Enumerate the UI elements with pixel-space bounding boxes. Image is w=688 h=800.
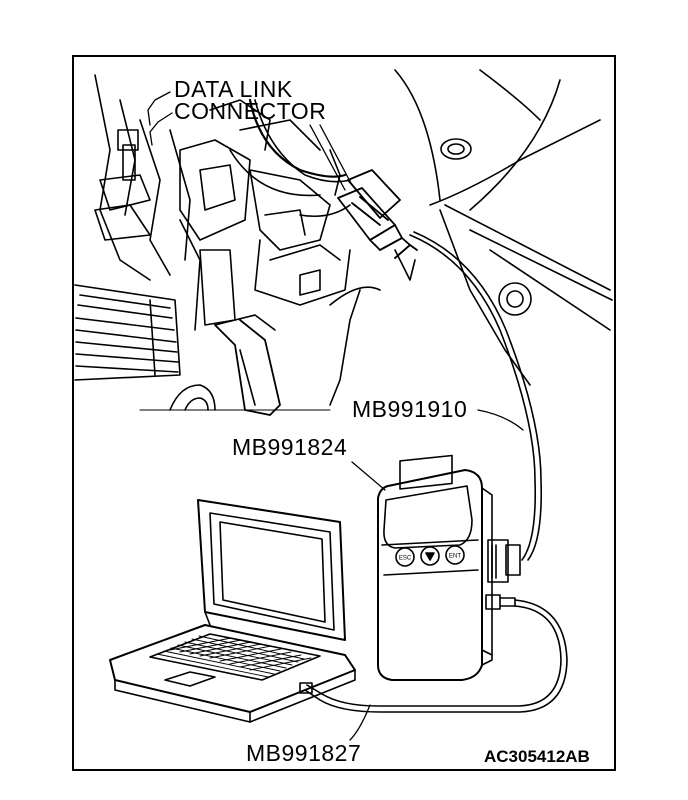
ent-button-label: ENT [449, 554, 461, 560]
steering-column-boot [74, 284, 181, 381]
data-link-connector-label-line2: CONNECTOR [174, 98, 327, 124]
mb991827-label: MB991827 [246, 740, 362, 766]
esc-button-label: ESC [399, 556, 412, 562]
mb991910-label: MB991910 [352, 396, 468, 422]
esc-button [395, 547, 415, 567]
mb991824-label: MB991824 [232, 434, 348, 460]
ent-button [445, 545, 465, 565]
data-link-connector-leaders [147, 91, 353, 191]
cables [304, 231, 568, 713]
figure-frame [72, 55, 616, 771]
data-link-connector-label-line1: DATA LINK [174, 76, 293, 102]
figure-code: AC305412AB [484, 747, 590, 766]
data-link-connector-plug [337, 169, 418, 259]
vehicle-interior [74, 69, 613, 416]
label-leaders [349, 409, 524, 741]
mb991824-device [377, 454, 521, 681]
down-button [420, 546, 440, 566]
laptop [109, 499, 356, 723]
